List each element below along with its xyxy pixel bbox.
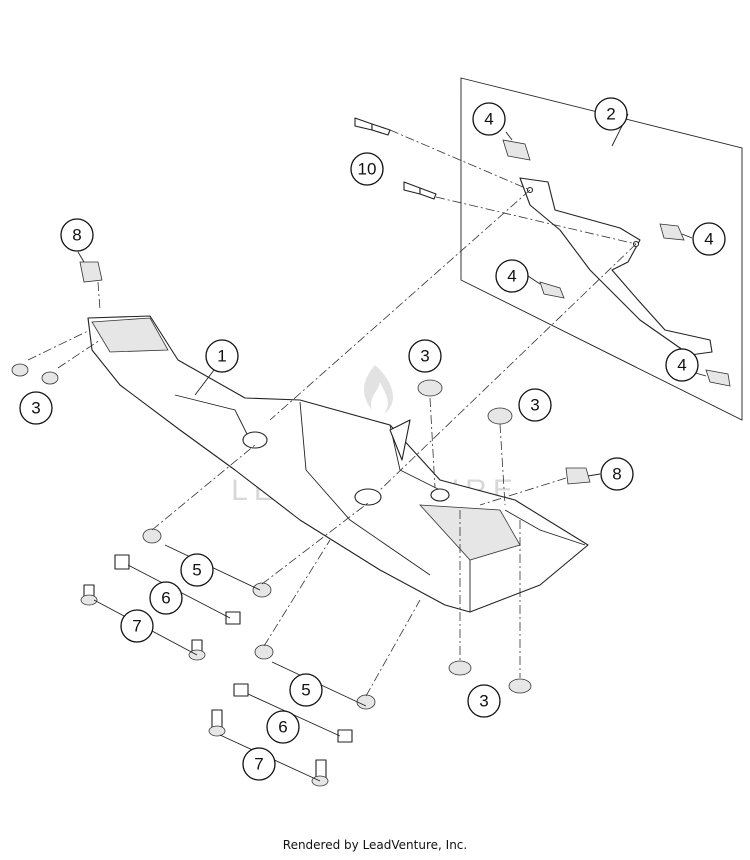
grommet-5 — [142, 528, 376, 710]
callout-1[interactable]: 1 — [205, 339, 239, 373]
mounting-bracket — [519, 177, 713, 356]
svg-text:1: 1 — [217, 347, 226, 366]
svg-text:5: 5 — [301, 681, 310, 700]
svg-text:3: 3 — [420, 347, 429, 366]
bolt-10 — [354, 117, 437, 200]
svg-text:5: 5 — [192, 561, 201, 580]
spacer-6 — [114, 554, 353, 743]
callout-6[interactable]: 6 — [149, 581, 183, 615]
svg-text:7: 7 — [254, 755, 263, 774]
callout-2[interactable]: 2 — [594, 97, 628, 131]
callout-3[interactable]: 3 — [408, 339, 442, 373]
callout-4[interactable]: 4 — [472, 102, 506, 136]
svg-text:4: 4 — [677, 356, 686, 375]
callout-8[interactable]: 8 — [60, 218, 94, 252]
svg-text:8: 8 — [72, 226, 81, 245]
svg-text:4: 4 — [507, 267, 516, 286]
svg-text:7: 7 — [132, 617, 141, 636]
watermark-flame-icon — [364, 365, 393, 414]
svg-text:4: 4 — [484, 110, 493, 129]
svg-text:3: 3 — [530, 396, 539, 415]
callout-4[interactable]: 4 — [692, 222, 726, 256]
clip-nut-4 — [502, 139, 731, 387]
exploded-parts-diagram: LEADVENTURE — [11, 77, 743, 787]
svg-text:6: 6 — [278, 718, 287, 737]
rubber-buffer-3 — [11, 363, 532, 694]
footer-credit: Rendered by LeadVenture, Inc. — [282, 838, 468, 852]
clip-nut-8 — [79, 261, 591, 485]
screw-7 — [80, 584, 329, 787]
callout-7[interactable]: 7 — [242, 747, 276, 781]
svg-text:6: 6 — [161, 589, 170, 608]
assembly-lines — [27, 129, 637, 697]
callout-8[interactable]: 8 — [600, 457, 634, 491]
skid-plate — [87, 315, 589, 613]
callout-6[interactable]: 6 — [266, 710, 300, 744]
svg-text:3: 3 — [479, 692, 488, 711]
callout-3[interactable]: 3 — [19, 391, 53, 425]
svg-text:3: 3 — [31, 399, 40, 418]
callout-7[interactable]: 7 — [120, 609, 154, 643]
kit-panel — [460, 77, 743, 421]
callout-5[interactable]: 5 — [289, 673, 323, 707]
svg-text:8: 8 — [612, 465, 621, 484]
svg-text:2: 2 — [606, 105, 615, 124]
svg-text:10: 10 — [358, 160, 377, 179]
svg-text:4: 4 — [704, 230, 713, 249]
callout-10[interactable]: 10 — [350, 152, 384, 186]
callout-3[interactable]: 3 — [467, 684, 501, 718]
callout-4[interactable]: 4 — [495, 259, 529, 293]
callout-4[interactable]: 4 — [665, 348, 699, 382]
callout-3[interactable]: 3 — [518, 388, 552, 422]
callout-5[interactable]: 5 — [180, 553, 214, 587]
